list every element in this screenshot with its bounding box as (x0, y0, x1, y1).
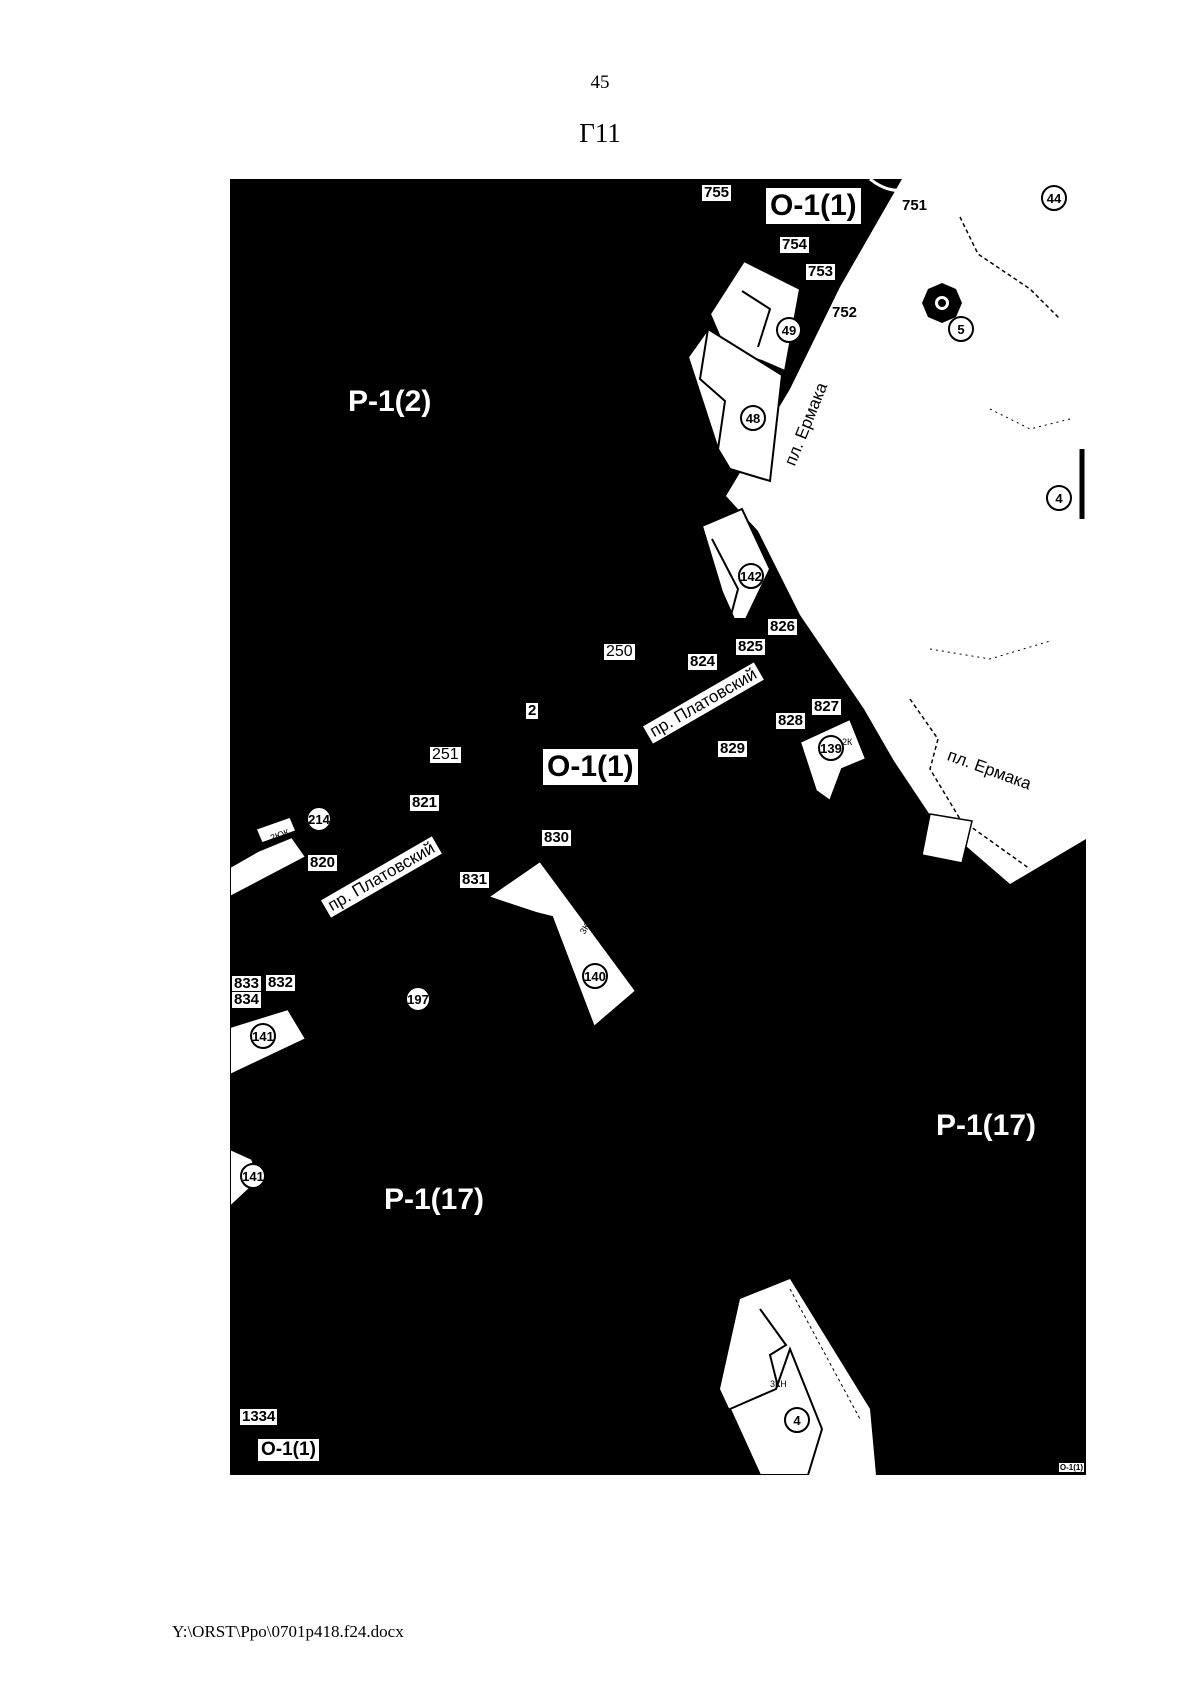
parcel-250: 250 (603, 643, 636, 661)
parcel-829: 829 (716, 740, 749, 758)
building-block-214 (230, 835, 308, 899)
page-number: 45 (590, 72, 610, 93)
building-block-140 (485, 859, 638, 1029)
floor-mark-4-lower: 3КН (770, 1379, 787, 1389)
building-block-4-lower (728, 1346, 824, 1475)
parcel-833: 833 (230, 975, 263, 993)
zoning-map: Р-1(2) Р-1(17) Р-1(17) О-1(1) О-1(1) О-1… (230, 179, 1086, 1475)
parcel-251: 251 (429, 746, 462, 764)
parcel-824: 824 (686, 653, 719, 671)
building-marker-197: 197 (405, 986, 431, 1012)
building-marker-214: 214 (306, 806, 332, 832)
parcel-830: 830 (540, 829, 573, 847)
parcel-834: 834 (230, 991, 263, 1009)
zone-label-r1-17-left: Р-1(17) (384, 1183, 485, 1216)
zone-label-o1-1-center: О-1(1) (543, 749, 638, 785)
parcel-832: 832 (264, 974, 297, 992)
parcel-754: 754 (778, 236, 811, 254)
parcel-831: 831 (458, 871, 491, 889)
parcel-752: 752 (832, 304, 858, 321)
parcel-1334: 1334 (238, 1408, 279, 1426)
building-marker-4-upper: 4 (1046, 485, 1072, 511)
parcel-751: 751 (902, 197, 928, 214)
building-marker-49: 49 (776, 317, 802, 343)
footer-file-path: Y:\ORST\Ppo\0701p418.f24.docx (172, 1622, 404, 1641)
parcel-821: 821 (408, 794, 441, 812)
parcel-2: 2 (524, 702, 540, 720)
parcel-826: 826 (766, 618, 799, 636)
parcel-827: 827 (810, 698, 843, 716)
zone-label-o1-1-top: О-1(1) (766, 188, 861, 224)
building-marker-141-lower: 141 (240, 1163, 266, 1189)
floor-mark-139: 2К (842, 737, 853, 747)
zone-label-r1-2: Р-1(2) (348, 385, 432, 418)
zone-label-o1-1-bottom: О-1(1) (258, 1439, 319, 1461)
ermaka-square-area (726, 179, 1086, 884)
building-marker-48: 48 (740, 405, 766, 431)
building-marker-4-lower: 4 (784, 1407, 810, 1433)
square-path-line (989, 408, 1071, 430)
parcel-825: 825 (734, 638, 767, 656)
parcel-820: 820 (306, 854, 339, 872)
zone-label-o1-1-corner: О-1(1) (1057, 1462, 1086, 1473)
square-path-line (959, 216, 1061, 320)
building-marker-140: 140 (582, 963, 608, 989)
building-marker-5: 5 (948, 316, 974, 342)
building-marker-142: 142 (738, 563, 764, 589)
map-shapes (230, 179, 1086, 1475)
building-marker-141-upper: 141 (250, 1023, 276, 1049)
parcel-753: 753 (804, 263, 837, 281)
building-marker-139: 139 (818, 735, 844, 761)
parcel-755: 755 (700, 184, 733, 202)
square-path-line (909, 698, 1031, 870)
building-block-square (921, 813, 973, 864)
parcel-828: 828 (774, 712, 807, 730)
building-marker-44: 44 (1041, 185, 1067, 211)
building-block-142 (700, 507, 772, 620)
square-path-line (929, 640, 1051, 660)
sheet-code: Г11 (579, 118, 621, 148)
zone-label-r1-17-right: Р-1(17) (936, 1109, 1037, 1142)
